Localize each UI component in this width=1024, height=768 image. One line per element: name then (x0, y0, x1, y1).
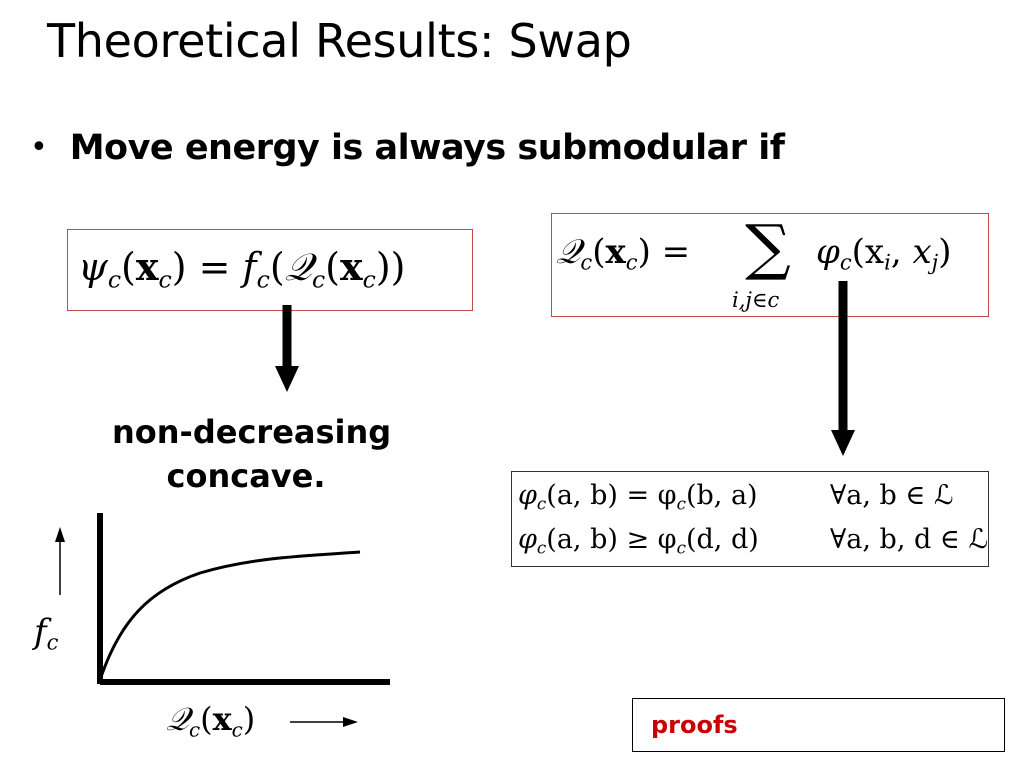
q-symbol: 𝒬 (556, 232, 581, 272)
sum-limits: i,j∈c (732, 288, 780, 312)
slide-title: Theoretical Results: Swap (47, 14, 632, 68)
equation-q-rhs: φc(xi, xj) (816, 232, 952, 275)
subscript-c: c (46, 629, 59, 655)
subscript-i: i (884, 249, 891, 275)
bullet-marker: • (30, 130, 48, 165)
bullet-item: • Move energy is always submodular if (30, 128, 785, 168)
phi-symbol: φ (816, 232, 840, 272)
down-arrow-right-head (831, 430, 855, 456)
subscript-c: c (256, 265, 270, 294)
subscript-c: c (311, 265, 326, 294)
args-open: (x (851, 232, 885, 272)
ylabel-arrow-head (55, 527, 65, 542)
equals-sign: = (661, 232, 691, 272)
equals-sign: = (198, 245, 231, 289)
condition-inequality-end: (d, d) (685, 524, 759, 555)
phi-symbol: φ (518, 480, 537, 511)
xlabel-arrow-head (343, 717, 358, 727)
f-symbol: f (242, 245, 257, 289)
plot-xlabel: 𝒬c(xc) (166, 700, 256, 742)
condition-inequality-mid: (a, b) ≥ φ (546, 524, 677, 555)
subscript-c: c (107, 265, 122, 294)
concavity-label-line2: concave. (166, 457, 326, 495)
equation-box-right: 𝒬c(xc) = ∑ i,j∈c φc(xi, xj) (551, 213, 989, 317)
condition-symmetry-mid: (a, b) = φ (546, 480, 677, 511)
subscript-c: c (362, 265, 376, 294)
psi-symbol: ψ (78, 245, 108, 289)
subscript-c: c (625, 249, 638, 275)
subscript-c: c (188, 718, 201, 742)
subscript-c: c (839, 249, 852, 275)
condition-inequality: φc(a, b) ≥ φc(d, d) (518, 524, 759, 558)
q-symbol: 𝒬 (284, 245, 312, 289)
sum-block: ∑ (736, 216, 800, 280)
equation-potential: ψc(xc) = fc(𝒬c(xc)) (78, 244, 406, 294)
plot-ylabel: fc (34, 612, 58, 655)
sum-sign: ∑ (745, 212, 791, 284)
concavity-label: non-decreasing concave. (112, 410, 392, 498)
q-symbol: 𝒬 (166, 700, 189, 738)
condition-symmetry-end: (b, a) (685, 480, 758, 511)
subscript-j: j (931, 249, 939, 275)
bullet-text: Move energy is always submodular if (69, 128, 785, 168)
condition-symmetry-quantifier: ∀a, b ∈ ℒ (830, 480, 954, 511)
condition-symmetry: φc(a, b) = φc(b, a) (518, 480, 758, 514)
x-bold: x (212, 700, 232, 738)
x-bold: x (135, 244, 159, 289)
subscript-c: c (231, 718, 243, 742)
subscript-c: c (580, 249, 593, 275)
down-arrow-left-head (275, 366, 299, 392)
concave-curve (98, 550, 361, 681)
equation-box-left: ψc(xc) = fc(𝒬c(xc)) (67, 229, 473, 311)
phi-symbol: φ (518, 524, 537, 555)
subscript-c: c (158, 265, 172, 294)
x-bold: x (339, 244, 363, 289)
f-symbol: f (34, 612, 47, 652)
proofs-link-box[interactable]: proofs (632, 698, 1005, 752)
concavity-label-line1: non-decreasing (112, 413, 392, 451)
conditions-box: φc(a, b) = φc(b, a) ∀a, b ∈ ℒ φc(a, b) ≥… (511, 471, 989, 567)
equation-q-lhs: 𝒬c(xc) = (556, 232, 691, 275)
x-bold: x (605, 232, 626, 272)
proofs-link[interactable]: proofs (651, 711, 738, 739)
condition-inequality-quantifier: ∀a, b, d ∈ ℒ (830, 524, 988, 555)
